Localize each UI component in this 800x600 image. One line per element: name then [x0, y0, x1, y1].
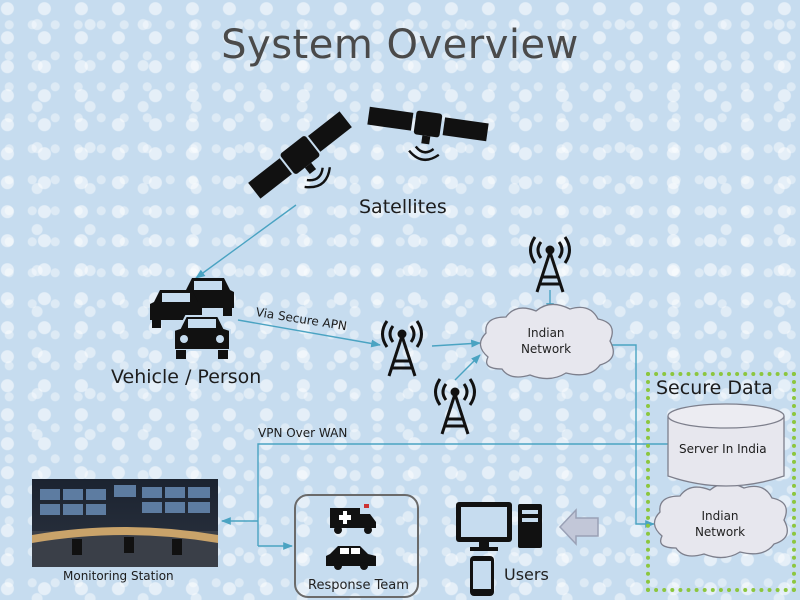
tower-to-cloud-arrow [431, 339, 481, 348]
cloud-icon [479, 303, 614, 380]
indian-network-2-label: Indian Network [694, 509, 746, 539]
vpn-over-wan-label: VPN Over WAN [258, 426, 348, 440]
secure-data-label: Secure Data [656, 377, 773, 399]
ambulance-icon [330, 504, 376, 534]
satellite-icon [367, 106, 489, 161]
vpn-wan-line [257, 443, 668, 546]
tower-icon [434, 378, 476, 435]
monitor-icon [456, 502, 512, 551]
satellite-to-vehicle-arrow [195, 204, 297, 279]
vehicle-person-label: Vehicle / Person [111, 366, 262, 388]
users-label: Users [504, 565, 549, 584]
response-team-label: Response Team [308, 578, 409, 593]
monitoring-station-image [32, 479, 218, 567]
desktop-tower-icon [518, 504, 542, 548]
cloud-to-cloud2-line [612, 344, 655, 528]
tower-icon [381, 320, 423, 377]
satellite-icon [248, 111, 352, 199]
page-title: System Overview [221, 22, 579, 68]
response-team-box [294, 494, 419, 598]
satellites-label: Satellites [359, 196, 447, 218]
tower-bottom-to-cloud-arrow [454, 354, 481, 381]
secure-data-box [646, 372, 796, 592]
monitoring-station-label: Monitoring Station [63, 569, 174, 583]
cars-icon [150, 278, 234, 359]
server-in-india-label: Server In India [679, 442, 767, 456]
indian-network-1-label: Indian Network [520, 326, 572, 356]
database-icon [667, 403, 785, 487]
police-car-icon [326, 546, 376, 570]
arrow-left-icon [558, 508, 599, 546]
tower-icon [529, 236, 571, 293]
cloud-icon [653, 482, 788, 559]
phone-icon [470, 556, 494, 596]
vehicle-to-tower-arrow [237, 319, 381, 348]
